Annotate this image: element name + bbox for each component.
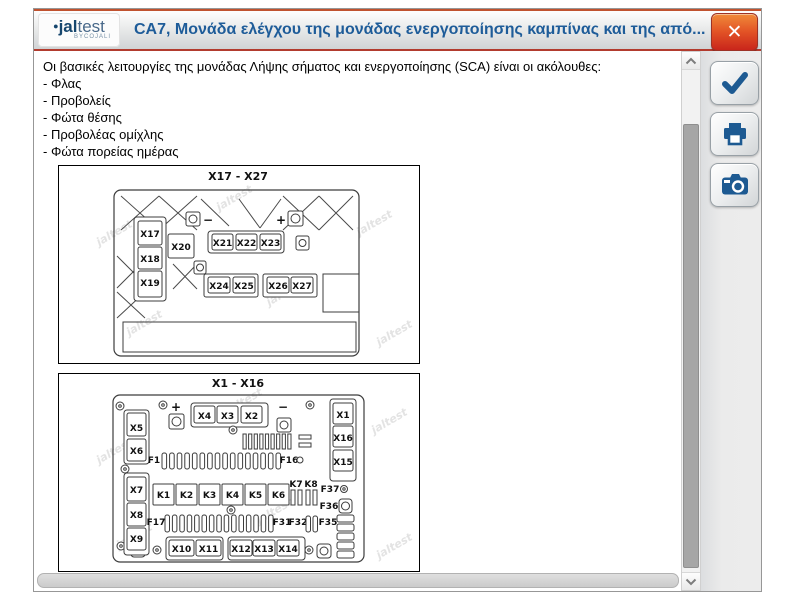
- connector-label: X13: [254, 545, 273, 555]
- connector-label: X24: [209, 282, 228, 292]
- jaltest-logo-text: ●jaltest: [38, 17, 120, 36]
- print-button[interactable]: [710, 112, 759, 156]
- relay-label: K3: [203, 491, 216, 501]
- relay-label: K2: [180, 491, 193, 501]
- connector-label: X4: [198, 412, 211, 422]
- logo-dot-icon: ●: [53, 21, 59, 31]
- connector-label: X26: [268, 282, 287, 292]
- chevron-down-icon: [685, 578, 697, 585]
- logo-subtext: BYCOJALI: [73, 34, 111, 40]
- connector-label: X6: [130, 447, 143, 457]
- relay-label: K1: [157, 491, 170, 501]
- connector-label: X25: [234, 282, 253, 292]
- fuse-label: F1: [148, 456, 160, 466]
- connector-label: X14: [278, 545, 297, 555]
- jaltest-logo: ●jaltest BYCOJALI: [38, 13, 120, 47]
- action-panel: [701, 51, 761, 591]
- connector-label: X16: [333, 434, 352, 444]
- fuse-box-diagram-x1-x16: jaltest jaltest jaltest jaltest jaltest …: [92, 377, 415, 563]
- connector-label: X3: [221, 412, 234, 422]
- connector-label: X9: [130, 535, 143, 545]
- fuse-label: F35: [319, 518, 338, 528]
- fuse-label: F31: [273, 518, 292, 528]
- scroll-down-button[interactable]: [682, 572, 700, 590]
- fuse-label: F17: [147, 518, 166, 528]
- connector-label: X11: [199, 545, 218, 555]
- connector-label: X15: [333, 458, 352, 468]
- list-item: - Φλας: [43, 76, 82, 91]
- connector-label: X27: [292, 282, 311, 292]
- intro-text: Οι βασικές λειτουργίες της μονάδας Λήψης…: [43, 59, 602, 74]
- dialog-title: CA7, Μονάδα ελέγχου της μονάδας ενεργοπο…: [134, 21, 706, 38]
- fuse-box-diagram-x17-x27: jaltest jaltest jaltest jaltest jaltest …: [92, 170, 415, 357]
- chevron-up-icon: [685, 57, 697, 64]
- list-item: - Προβολέας ομίχλης: [43, 127, 164, 142]
- dialog-titlebar: ●jaltest BYCOJALI CA7, Μονάδα ελέγχου τη…: [34, 9, 761, 51]
- logo-jal: jal: [58, 17, 78, 36]
- list-item: - Προβολείς: [43, 93, 111, 108]
- plus-terminal-label: +: [276, 213, 286, 227]
- connector-label: X12: [231, 545, 250, 555]
- connector-label: X2: [245, 412, 258, 422]
- relay-label: K4: [226, 491, 239, 501]
- connector-label: X10: [172, 545, 191, 555]
- watermark: jaltest: [212, 182, 255, 214]
- list-item: - Φώτα θέσης: [43, 110, 122, 125]
- minus-terminal-label: −: [203, 213, 213, 227]
- fuse-label: F37: [321, 485, 340, 495]
- scrollbar-thumb[interactable]: [683, 124, 699, 568]
- check-icon: [721, 72, 748, 94]
- dialog-body: Οι βασικές λειτουργίες της μονάδας Λήψης…: [34, 51, 761, 591]
- diagram-x17-x27: jaltest jaltest jaltest jaltest jaltest …: [58, 165, 420, 364]
- connector-label: X17: [140, 230, 159, 240]
- relay-label: K5: [249, 491, 262, 501]
- connector-label: X22: [237, 239, 256, 249]
- connector-label: X23: [261, 239, 280, 249]
- fuse-label: F16: [280, 456, 299, 466]
- vertical-scrollbar[interactable]: [681, 51, 701, 591]
- fuse-label: F36: [320, 502, 339, 512]
- camera-icon: [721, 174, 748, 195]
- connector-label: X21: [213, 239, 232, 249]
- connector-label: X1: [336, 411, 349, 421]
- watermark: jaltest: [367, 405, 410, 437]
- diagram-x1-x16: jaltest jaltest jaltest jaltest jaltest …: [58, 373, 420, 572]
- fuse-label: F32: [289, 518, 308, 528]
- content-area: Οι βασικές λειτουργίες της μονάδας Λήψης…: [37, 53, 681, 575]
- dialog-window: ●jaltest BYCOJALI CA7, Μονάδα ελέγχου τη…: [33, 8, 762, 592]
- connector-label: X19: [140, 279, 159, 289]
- relay-label: K7: [289, 480, 302, 490]
- plus-terminal-label: +: [171, 400, 181, 414]
- watermark: jaltest: [372, 530, 415, 562]
- diagram-title: X1 - X16: [212, 377, 264, 390]
- relay-label: K6: [272, 491, 285, 501]
- watermark: jaltest: [122, 307, 165, 339]
- connector-label: X5: [130, 424, 143, 434]
- close-icon: ✕: [726, 21, 743, 43]
- horizontal-scrollbar[interactable]: [37, 573, 679, 588]
- printer-icon: [723, 123, 746, 146]
- minus-terminal-label: −: [278, 400, 288, 414]
- connector-label: X20: [171, 243, 190, 253]
- relay-label: K8: [304, 480, 317, 490]
- scroll-up-button[interactable]: [682, 52, 700, 70]
- diagram-title: X17 - X27: [208, 170, 268, 183]
- watermark: jaltest: [372, 317, 415, 349]
- connector-label: X7: [130, 486, 143, 496]
- screenshot-button[interactable]: [710, 163, 759, 207]
- connector-label: X8: [130, 511, 143, 521]
- list-item: - Φώτα πορείας ημέρας: [43, 144, 179, 159]
- confirm-button[interactable]: [710, 61, 759, 105]
- close-button[interactable]: ✕: [711, 13, 758, 51]
- connector-label: X18: [140, 255, 159, 265]
- logo-test: test: [77, 17, 105, 36]
